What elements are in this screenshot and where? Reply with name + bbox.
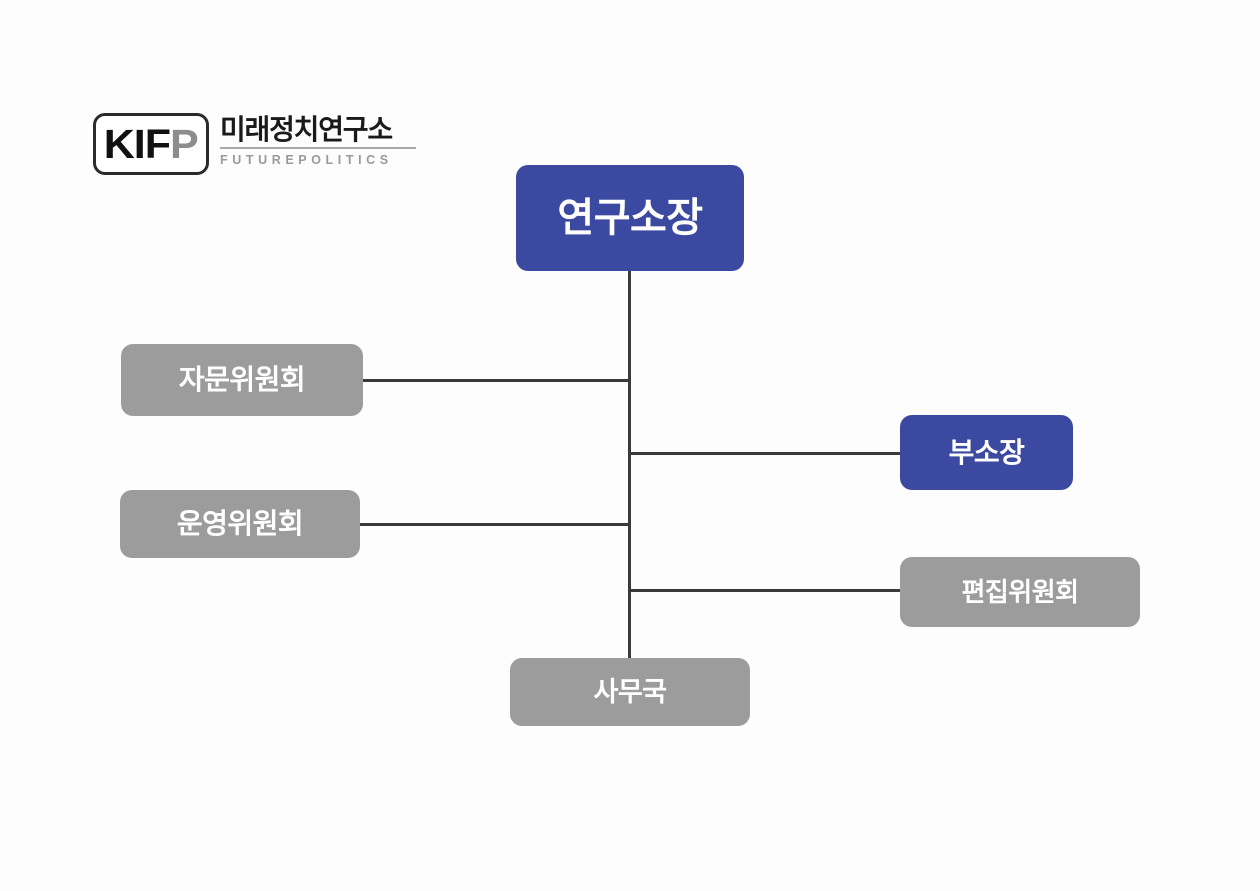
kifp-logo-wordmark: 미래정치연구소 FUTUREPOLITICS (220, 113, 416, 167)
kifp-logo-mark-prefix: KIF (104, 120, 171, 167)
org-node-deputy-director-label: 부소장 (948, 436, 1025, 468)
kifp-logo-mark-text: KIFP (104, 120, 199, 167)
org-node-steering-committee[interactable]: 운영위원회 (120, 490, 360, 558)
kifp-logo-mark-icon: KIFP (93, 113, 209, 175)
org-node-advisory-committee[interactable]: 자문위원회 (121, 344, 363, 416)
org-node-advisory-committee-label: 자문위원회 (178, 364, 306, 395)
kifp-logo-mark-suffix: P (170, 120, 199, 167)
org-node-secretariat[interactable]: 사무국 (510, 658, 750, 726)
org-node-editorial-committee-label: 편집위원회 (961, 577, 1079, 607)
logo-latin-name: FUTUREPOLITICS (220, 153, 393, 168)
logo-korean-name: 미래정치연구소 (220, 114, 393, 145)
org-node-deputy-director[interactable]: 부소장 (900, 415, 1073, 490)
org-node-director-label: 연구소장 (557, 196, 703, 240)
org-node-secretariat-label: 사무국 (593, 676, 667, 707)
logo-divider (220, 147, 416, 150)
org-node-director[interactable]: 연구소장 (516, 165, 744, 271)
kifp-logo: KIFP 미래정치연구소 FUTUREPOLITICS (93, 113, 416, 185)
org-node-editorial-committee[interactable]: 편집위원회 (900, 557, 1140, 627)
org-node-steering-committee-label: 운영위원회 (176, 508, 304, 539)
